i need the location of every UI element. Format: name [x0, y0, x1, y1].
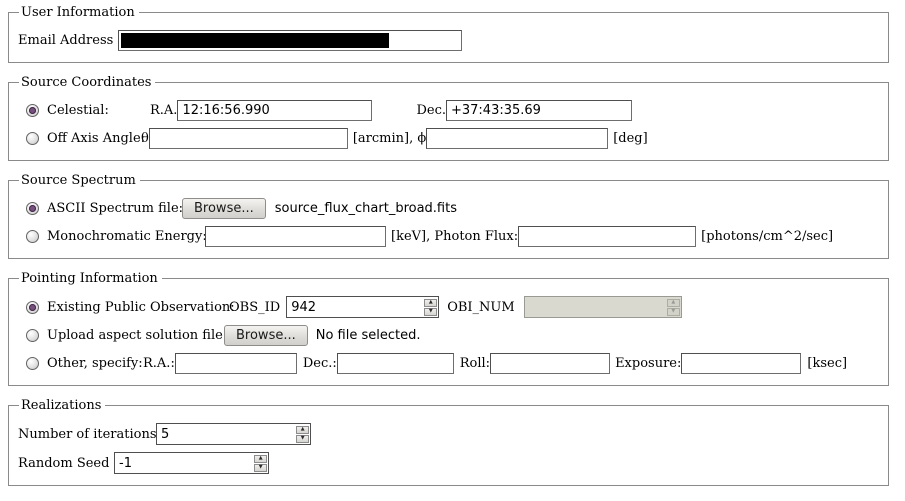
obsid-spin-down-icon[interactable]: ▼: [424, 307, 438, 316]
deg-label: [deg]: [613, 131, 648, 146]
existing-observation-label: Existing Public Observation:: [47, 299, 235, 315]
monochromatic-label: Monochromatic Energy:: [47, 229, 207, 244]
obinum-spinner: ▲ ▼: [523, 296, 682, 318]
redaction-block: [121, 33, 389, 48]
no-file-selected-text: No file selected.: [315, 328, 421, 343]
off-axis-radio[interactable]: [26, 132, 39, 145]
photon-flux-input[interactable]: [518, 226, 697, 247]
email-input[interactable]: [118, 30, 462, 51]
theta-input[interactable]: [148, 128, 348, 149]
obinum-input: [525, 298, 667, 316]
ascii-spectrum-radio[interactable]: [26, 202, 39, 215]
user-information-legend: User Information: [21, 5, 135, 20]
realizations-legend: Realizations: [21, 398, 102, 413]
phi-input[interactable]: [426, 128, 609, 149]
dec-label: Dec.: [416, 103, 446, 118]
other-ra-label: R.A.:: [143, 356, 175, 371]
energy-input[interactable]: [205, 226, 386, 247]
existing-observation-radio[interactable]: [26, 300, 39, 314]
dec-input[interactable]: [445, 100, 632, 121]
iterations-spinner[interactable]: ▲ ▼: [156, 423, 311, 445]
source-coordinates-section: Source Coordinates Celestial: R.A. Dec. …: [8, 75, 889, 161]
obinum-label: OBI_NUM: [447, 299, 515, 315]
theta-label: θ: [141, 131, 149, 146]
ra-label: R.A.: [150, 103, 178, 118]
celestial-label: Celestial:: [47, 103, 109, 118]
pointing-information-section: Pointing Information Existing Public Obs…: [8, 271, 889, 386]
off-axis-label: Off Axis Angle:: [47, 131, 146, 146]
other-dec-label: Dec.:: [302, 356, 337, 371]
iterations-spin-down-icon[interactable]: ▼: [296, 434, 309, 443]
ksec-label: [ksec]: [807, 356, 848, 371]
seed-spin-down-icon[interactable]: ▼: [254, 463, 267, 472]
obsid-input[interactable]: [288, 298, 425, 316]
obinum-spin-up-icon: ▲: [666, 298, 680, 307]
random-seed-label: Random Seed: [18, 455, 110, 471]
exposure-input[interactable]: [681, 353, 802, 374]
spectrum-browse-button[interactable]: Browse...: [182, 198, 266, 219]
kev-flux-label: [keV], Photon Flux:: [391, 229, 519, 244]
other-ra-input[interactable]: [174, 353, 297, 374]
aspect-browse-button[interactable]: Browse...: [224, 325, 308, 346]
roll-label: Roll:: [459, 356, 491, 371]
exposure-label: Exposure:: [615, 356, 682, 371]
realizations-section: Realizations Number of iterations ▲ ▼ Ra…: [8, 398, 889, 486]
spectrum-filename: source_flux_chart_broad.fits: [274, 201, 457, 216]
upload-aspect-radio[interactable]: [26, 329, 39, 342]
source-coordinates-legend: Source Coordinates: [21, 75, 152, 90]
source-spectrum-section: Source Spectrum ASCII Spectrum file: Bro…: [8, 173, 889, 259]
other-dec-input[interactable]: [336, 353, 454, 374]
obsid-spinner[interactable]: ▲ ▼: [286, 296, 440, 318]
source-spectrum-legend: Source Spectrum: [21, 173, 136, 188]
flux-units-label: [photons/cm^2/sec]: [701, 229, 834, 244]
arcmin-phi-label: [arcmin], ϕ: [352, 131, 427, 146]
obinum-spin-down-icon: ▼: [666, 307, 680, 316]
iterations-label: Number of iterations: [18, 426, 157, 442]
other-specify-radio[interactable]: [26, 357, 39, 370]
upload-aspect-label: Upload aspect solution file:: [47, 328, 228, 343]
ascii-spectrum-label: ASCII Spectrum file:: [47, 201, 184, 216]
email-label: Email Address: [18, 33, 114, 48]
ra-input[interactable]: [177, 100, 373, 121]
roll-input[interactable]: [490, 353, 611, 374]
user-information-section: User Information Email Address: [8, 5, 889, 63]
obsid-spin-up-icon[interactable]: ▲: [424, 298, 438, 307]
celestial-radio[interactable]: [26, 104, 39, 117]
pointing-information-legend: Pointing Information: [21, 271, 158, 286]
obsid-label: OBS_ID: [229, 299, 281, 315]
other-specify-label: Other, specify:: [47, 356, 143, 371]
monochromatic-radio[interactable]: [26, 230, 39, 243]
seed-spin-up-icon[interactable]: ▲: [254, 454, 267, 463]
seed-input[interactable]: [116, 454, 255, 472]
iterations-spin-up-icon[interactable]: ▲: [296, 425, 309, 434]
iterations-input[interactable]: [158, 425, 297, 443]
seed-spinner[interactable]: ▲ ▼: [114, 452, 269, 474]
